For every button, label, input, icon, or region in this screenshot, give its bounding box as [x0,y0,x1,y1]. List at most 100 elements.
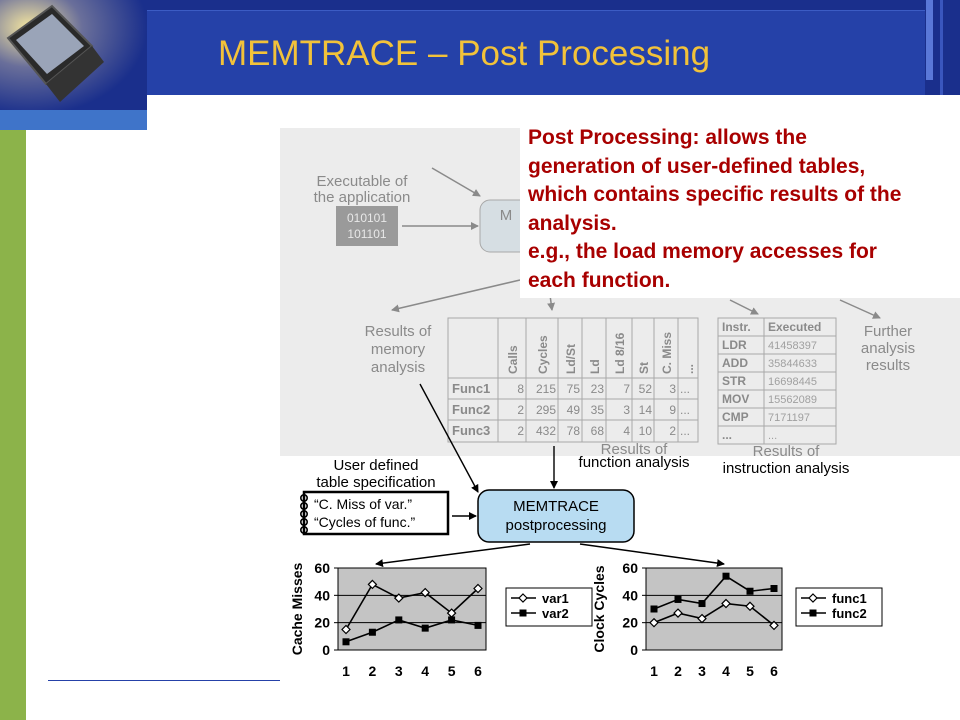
x-tick-label: 1 [342,663,350,679]
y-tick-label: 60 [622,560,638,576]
user-spec-note: “C. Miss of var.” “Cycles of func.” [299,490,450,536]
data-point-func1 [745,601,755,612]
function-table-cell: ... [680,403,690,417]
function-table-cell: 78 [567,424,581,438]
memtrace-faded-label: M [500,207,513,224]
y-tick-label: 60 [314,560,330,576]
function-table-cell: 35 [591,403,605,417]
function-table-cell: 49 [567,403,581,417]
function-table-cell: 2 [669,424,676,438]
y-axis-label: Cache Misses [289,562,305,655]
computer-monitor-icon [0,0,147,110]
arrow-to-instruction-results [729,299,759,315]
y-axis-label: Clock Cycles [591,565,607,652]
function-table-cell: 23 [591,382,605,396]
x-tick-label: 2 [674,663,682,679]
svg-text:Results of: Results of [365,323,433,340]
function-table-header: Cycles [536,335,550,374]
data-point-func1 [697,613,707,624]
instruction-count: 41458397 [768,340,817,352]
legend-marker-func2 [809,609,817,617]
data-point-var2 [342,638,350,646]
legend-label-var1: var1 [542,591,569,606]
cycles-chart-plot-area [645,567,783,651]
function-table-cell: 2 [517,403,524,417]
x-tick-label: 4 [421,663,429,679]
legend-marker-var2 [519,609,527,617]
data-point-var1 [420,587,431,598]
function-table-cell: 3 [669,382,676,396]
y-tick-label: 0 [630,642,638,658]
memtrace-diagram: Executable of the application 010101 101… [280,128,960,688]
function-table-cell: 7 [623,382,630,396]
y-tick-label: 0 [322,642,330,658]
data-point-var2 [474,621,482,629]
data-point-var1 [341,624,351,635]
arrow-post-to-cache-chart [375,543,531,568]
svg-text:analysis: analysis [371,359,425,376]
memory-results-label: Results of memory analysis [365,323,433,376]
function-table-cell: 52 [639,382,653,396]
instruction-count: ... [768,430,777,442]
instruction-name: LDR [722,338,747,352]
slide-title: MEMTRACE – Post Processing [218,34,711,73]
svg-text:Results of: Results of [601,441,669,458]
x-tick-label: 5 [746,663,754,679]
function-table-cell: 75 [567,382,581,396]
callout-line-1: Post Processing: allows the [528,126,807,149]
function-table-header: St [637,362,651,374]
data-point-func1 [769,620,779,631]
function-table-header: Calls [506,345,520,374]
logo-underbar [0,110,147,130]
function-table-header: Ld [588,359,602,374]
instruction-count: 35844633 [768,358,817,370]
arrow-post-to-cycles-chart [579,543,725,567]
function-table-cell: 432 [536,424,556,438]
x-tick-label: 4 [722,663,730,679]
instruction-name: ADD [722,356,748,370]
data-point-func1 [649,617,659,628]
series-line-var1 [345,583,479,630]
function-table-cell: 9 [669,403,676,417]
left-accent-bar [0,130,26,720]
postprocessing-subtitle: postprocessing [506,517,607,534]
postprocessing-title: MEMTRACE [513,498,599,515]
instruction-table-header: Instr. [722,320,751,334]
instruction-count: 7171197 [768,412,810,424]
data-point-var2 [368,628,376,636]
data-point-var2 [395,616,403,624]
instruction-results-caption-1: Results of [753,443,821,460]
function-table-header: ... [682,364,696,374]
data-point-func2 [746,587,754,595]
function-table-header: C. Miss [660,332,674,374]
instruction-table-header: Executed [768,320,821,334]
svg-text:table specification: table specification [316,474,435,491]
arrow-to-memtrace [431,167,481,197]
instruction-name: CMP [722,410,749,424]
x-tick-label: 3 [698,663,706,679]
function-table-header: Ld 8/16 [613,332,627,374]
spiral-binding-icon [299,493,308,534]
x-tick-label: 5 [448,663,456,679]
instruction-name: STR [722,374,746,388]
function-table-header: Ld/St [564,344,578,374]
svg-text:Further: Further [864,323,912,340]
executable-label-2: the application [314,189,411,206]
data-point-func2 [650,605,658,613]
data-point-func1 [673,608,683,618]
function-table-cell: 3 [623,403,630,417]
y-tick-label: 20 [622,615,638,631]
data-point-func2 [722,572,730,580]
function-table-cell: 215 [536,382,556,396]
svg-text:analysis: analysis [861,340,915,357]
instruction-count: 16698445 [768,376,817,388]
instruction-name: ... [722,428,732,442]
data-point-func2 [674,595,682,603]
footer-divider [48,680,280,681]
function-table-cell: 2 [517,424,524,438]
